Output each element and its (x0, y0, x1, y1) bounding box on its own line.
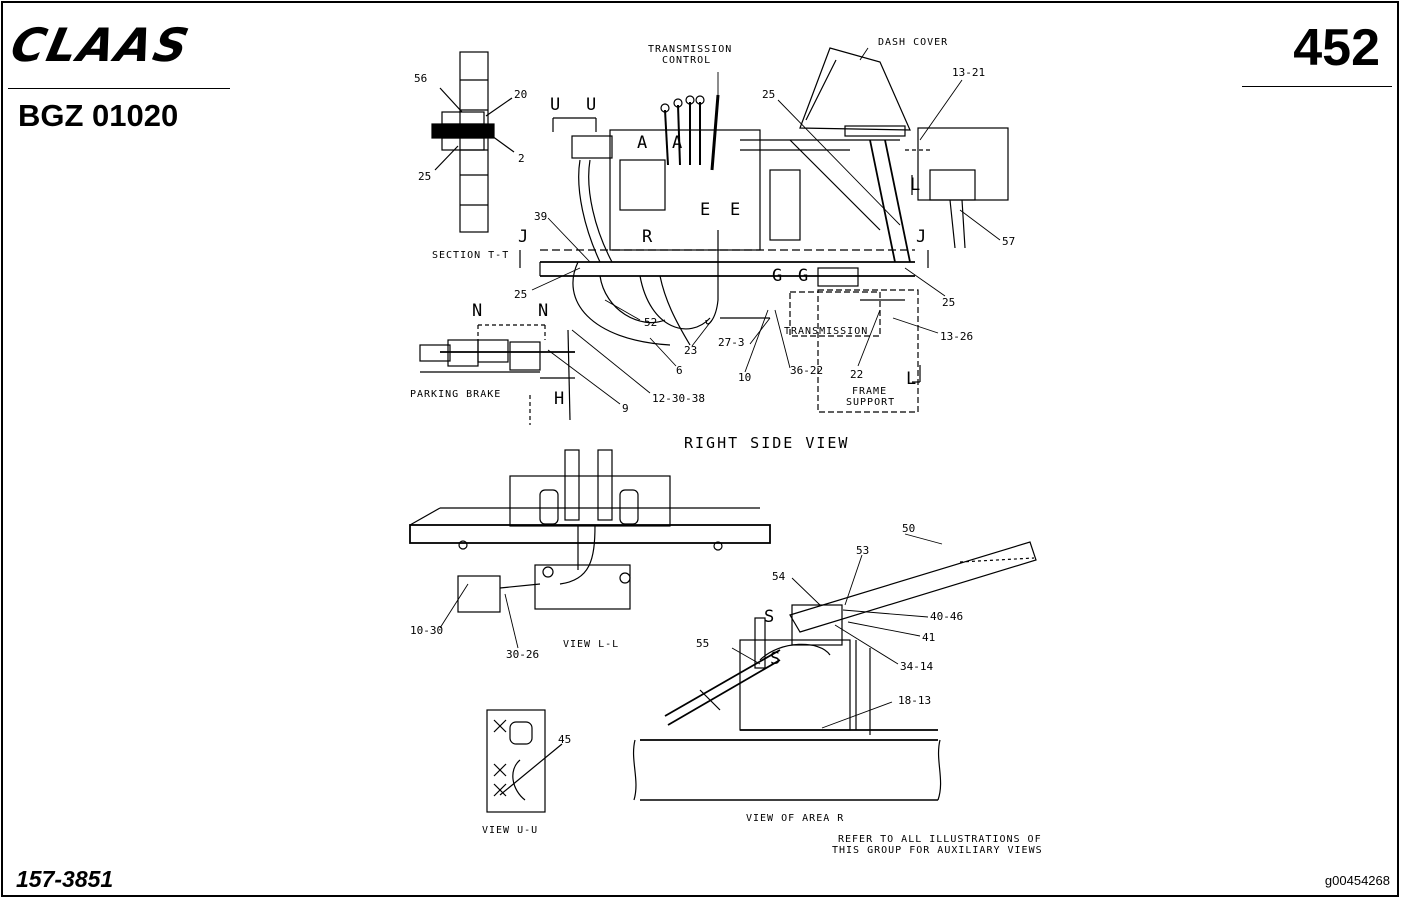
callout-55: 55 (696, 637, 709, 650)
callout-50: 50 (902, 522, 915, 535)
caption-dash-cover: DASH COVER (878, 37, 948, 48)
caption-view-uu: VIEW U-U (482, 825, 538, 836)
view-letter-u-1: U (550, 95, 560, 115)
view-letter-a-2: A (672, 133, 682, 153)
view-ll-drawing (409, 449, 771, 613)
callout-34-14: 34-14 (900, 660, 933, 673)
view-letter-u-2: U (586, 95, 596, 115)
brand-divider (8, 88, 230, 89)
callout-13-21: 13-21 (952, 66, 985, 79)
callout-23: 23 (684, 344, 697, 357)
captions: TRANSMISSION CONTROL DASH COVER SECTION … (410, 37, 1043, 856)
leader-lines (439, 47, 1001, 729)
caption-frame-support-2: SUPPORT (846, 397, 895, 408)
callout-56: 56 (414, 72, 427, 85)
right-side-view-drawing (419, 47, 1009, 425)
callout-25-a: 25 (418, 170, 431, 183)
callout-2: 2 (518, 152, 525, 165)
caption-right-side-view: RIGHT SIDE VIEW (684, 434, 849, 452)
view-letter-r: R (642, 227, 653, 247)
view-letter-j-1: J (518, 227, 528, 247)
view-letter-l-1: L (910, 175, 920, 195)
caption-transmission-control-2: CONTROL (662, 55, 711, 66)
callout-45: 45 (558, 733, 571, 746)
model-code: BGZ 01020 (18, 98, 179, 133)
callout-30-26: 30-26 (506, 648, 539, 661)
view-letter-s-2: S (770, 649, 780, 669)
callout-10: 10 (738, 371, 751, 384)
callout-22: 22 (850, 368, 863, 381)
page-divider (1242, 86, 1392, 87)
view-letter-s-1: S (764, 607, 774, 627)
view-area-r-drawing (632, 541, 1037, 801)
page-number: 452 (1293, 19, 1380, 77)
caption-parking-brake: PARKING BRAKE (410, 389, 501, 400)
callout-6: 6 (676, 364, 683, 377)
callout-9: 9 (622, 402, 629, 415)
reference-note-line-2: THIS GROUP FOR AUXILIARY VIEWS (832, 845, 1043, 856)
callout-27-3: 27-3 (718, 336, 745, 349)
view-letter-h: H (554, 389, 564, 409)
caption-view-area-r: VIEW OF AREA R (746, 813, 844, 824)
part-number: 157-3851 (16, 866, 114, 892)
caption-frame-support-1: FRAME (852, 386, 887, 397)
view-letter-g-1: G (772, 266, 782, 286)
callout-25-d: 25 (942, 296, 955, 309)
caption-section-tt: SECTION T-T (432, 250, 509, 261)
callout-numbers: 56 20 2 25 25 25 25 39 52 6 9 12-30-38 2… (410, 66, 1015, 746)
callout-54: 54 (772, 570, 786, 583)
view-letter-n-1: N (472, 301, 482, 321)
image-id: g00454268 (1324, 873, 1390, 888)
caption-transmission: TRANSMISSION (784, 326, 868, 337)
callout-13-26: 13-26 (940, 330, 973, 343)
callout-52: 52 (644, 316, 657, 329)
view-letter-n-2: N (538, 301, 548, 321)
callout-39: 39 (534, 210, 547, 223)
caption-transmission-control-1: TRANSMISSION (648, 44, 732, 55)
callout-57: 57 (1002, 235, 1015, 248)
view-letter-j-2: J (916, 227, 926, 247)
callout-25-c: 25 (514, 288, 527, 301)
caption-view-ll: VIEW L-L (563, 639, 619, 650)
callout-36-22: 36-22 (790, 364, 823, 377)
callout-12-30-38: 12-30-38 (652, 392, 705, 405)
view-letter-e-2: E (730, 200, 740, 220)
callout-18-13: 18-13 (898, 694, 931, 707)
view-letters: U U A A E E R J J N N H G G L L S S (472, 95, 926, 669)
callout-25-b: 25 (762, 88, 775, 101)
view-letter-a-1: A (637, 133, 647, 153)
view-letter-l-2: L (906, 369, 916, 389)
callout-41: 41 (922, 631, 935, 644)
callout-20: 20 (514, 88, 527, 101)
callout-10-30: 10-30 (410, 624, 443, 637)
view-letter-g-2: G (798, 266, 808, 286)
view-letter-e-1: E (700, 200, 710, 220)
callout-40-46: 40-46 (930, 610, 963, 623)
section-tt-drawing (431, 51, 515, 233)
view-uu-drawing (486, 709, 563, 813)
callout-53: 53 (856, 544, 869, 557)
reference-note-line-1: REFER TO ALL ILLUSTRATIONS OF (838, 834, 1042, 845)
